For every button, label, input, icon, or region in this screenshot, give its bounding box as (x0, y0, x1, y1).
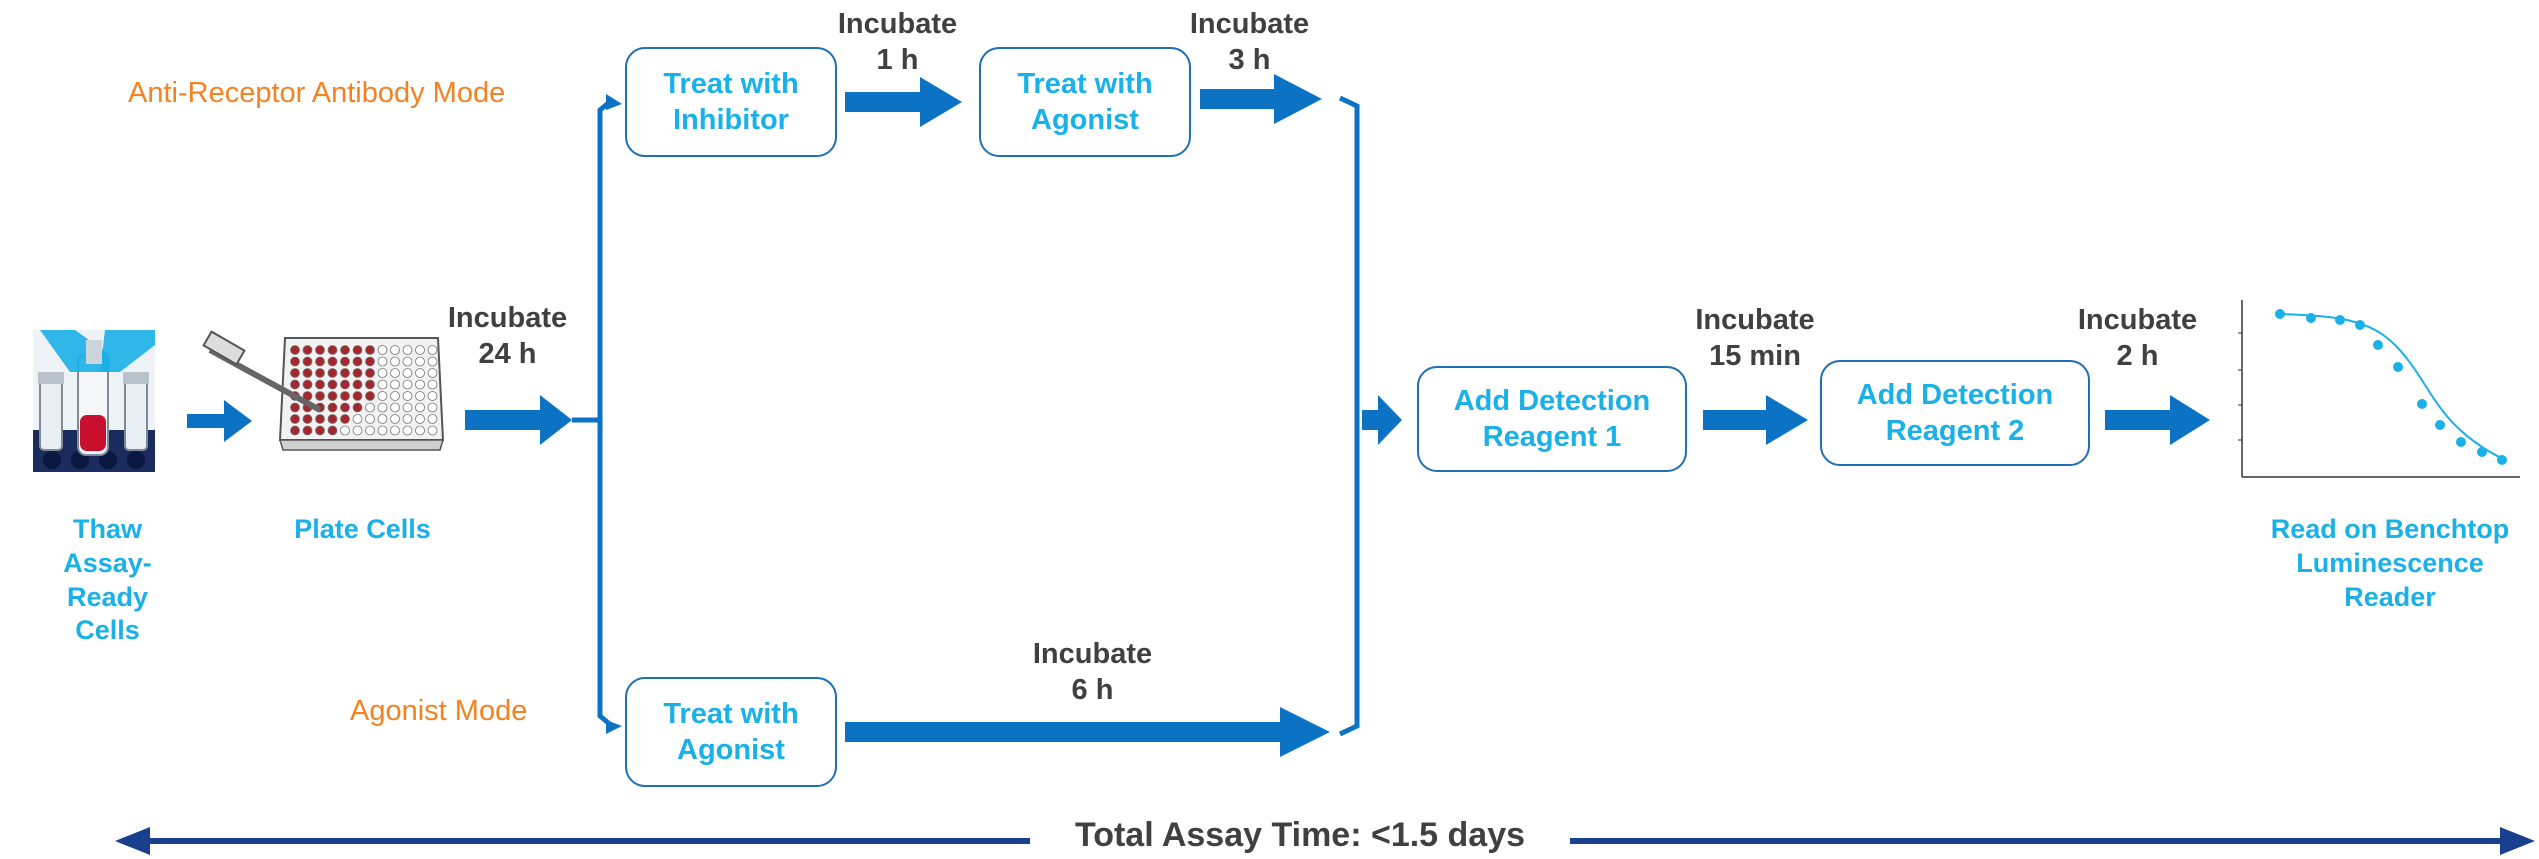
merge-bracket (1338, 95, 1360, 737)
thaw-step-label: Thaw Assay-Ready Cells (63, 514, 152, 646)
treat-agonist-bottom-box: Treat with Agonist (625, 677, 837, 787)
split-bracket (572, 98, 614, 728)
arrow-agonist-bottom-out (845, 707, 1330, 757)
incubate-6h-label: Incubate 6 h (1032, 638, 1153, 707)
incubate-2h-label: Incubate 2 h (2077, 304, 2198, 373)
anti-receptor-mode-label: Anti-Receptor Antibody Mode (128, 77, 506, 109)
treat-inhibitor-box: Treat with Inhibitor (625, 47, 837, 157)
arrow-inhibitor-to-agonist (845, 77, 962, 127)
arrow-agonist-top-out (1200, 74, 1322, 124)
treat-agonist-top-box: Treat with Agonist (979, 47, 1191, 157)
plate-step-label: Plate Cells (294, 514, 431, 544)
arrow-detection-2-to-reader (2105, 395, 2210, 445)
detection-reagent-1-box: Add Detection Reagent 1 (1417, 366, 1687, 472)
arrow-merge-to-detection-1 (1362, 395, 1402, 445)
incubate-3h-label: Incubate 3 h (1189, 8, 1310, 77)
arrow-plate-to-branch (465, 395, 572, 445)
total-assay-time-label: Total Assay Time: <1.5 days (1030, 816, 1570, 855)
incubate-15min-label: Incubate 15 min (1695, 304, 1815, 373)
cryovial-thaw-icon (33, 330, 155, 472)
agonist-mode-label: Agonist Mode (350, 695, 528, 727)
incubate-24h-label: Incubate 24 h (447, 302, 568, 371)
read-step-label: Read on Benchtop Luminescence Reader (2270, 514, 2510, 612)
incubate-1h-label: Incubate 1 h (837, 8, 958, 77)
arrow-thaw-to-plate (187, 400, 252, 442)
microplate-pipette-icon (202, 330, 445, 451)
arrow-detection-1-to-2 (1703, 395, 1808, 445)
dose-response-curve-icon (2238, 300, 2520, 478)
detection-reagent-2-box: Add Detection Reagent 2 (1820, 360, 2090, 466)
